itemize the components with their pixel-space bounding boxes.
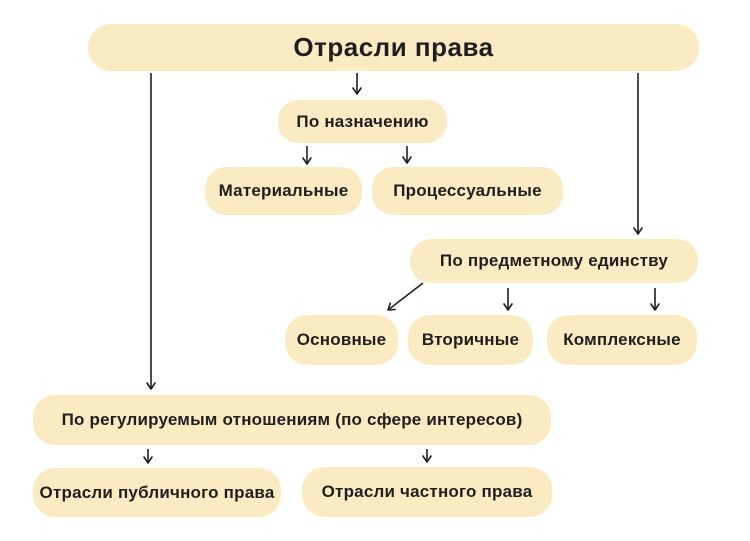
- node-by-regulated-relations: По регулируемым отношениям (по сфере инт…: [33, 395, 551, 445]
- node-secondary: Вторичные: [408, 315, 533, 365]
- node-procedural: Процессуальные: [372, 167, 563, 215]
- node-private-law: Отрасли частного права: [302, 467, 552, 517]
- node-by-subject-unity: По предметному единству: [410, 239, 698, 283]
- node-public-law: Отрасли публичного права: [33, 468, 281, 517]
- node-title-branches-of-law: Отрасли права: [88, 24, 699, 71]
- arrow-subject-to-basic: [387, 282, 424, 311]
- node-complex: Комплексные: [547, 315, 697, 365]
- node-material: Материальные: [205, 167, 362, 215]
- node-by-purpose: По назначению: [278, 100, 447, 143]
- node-basic: Основные: [285, 315, 398, 365]
